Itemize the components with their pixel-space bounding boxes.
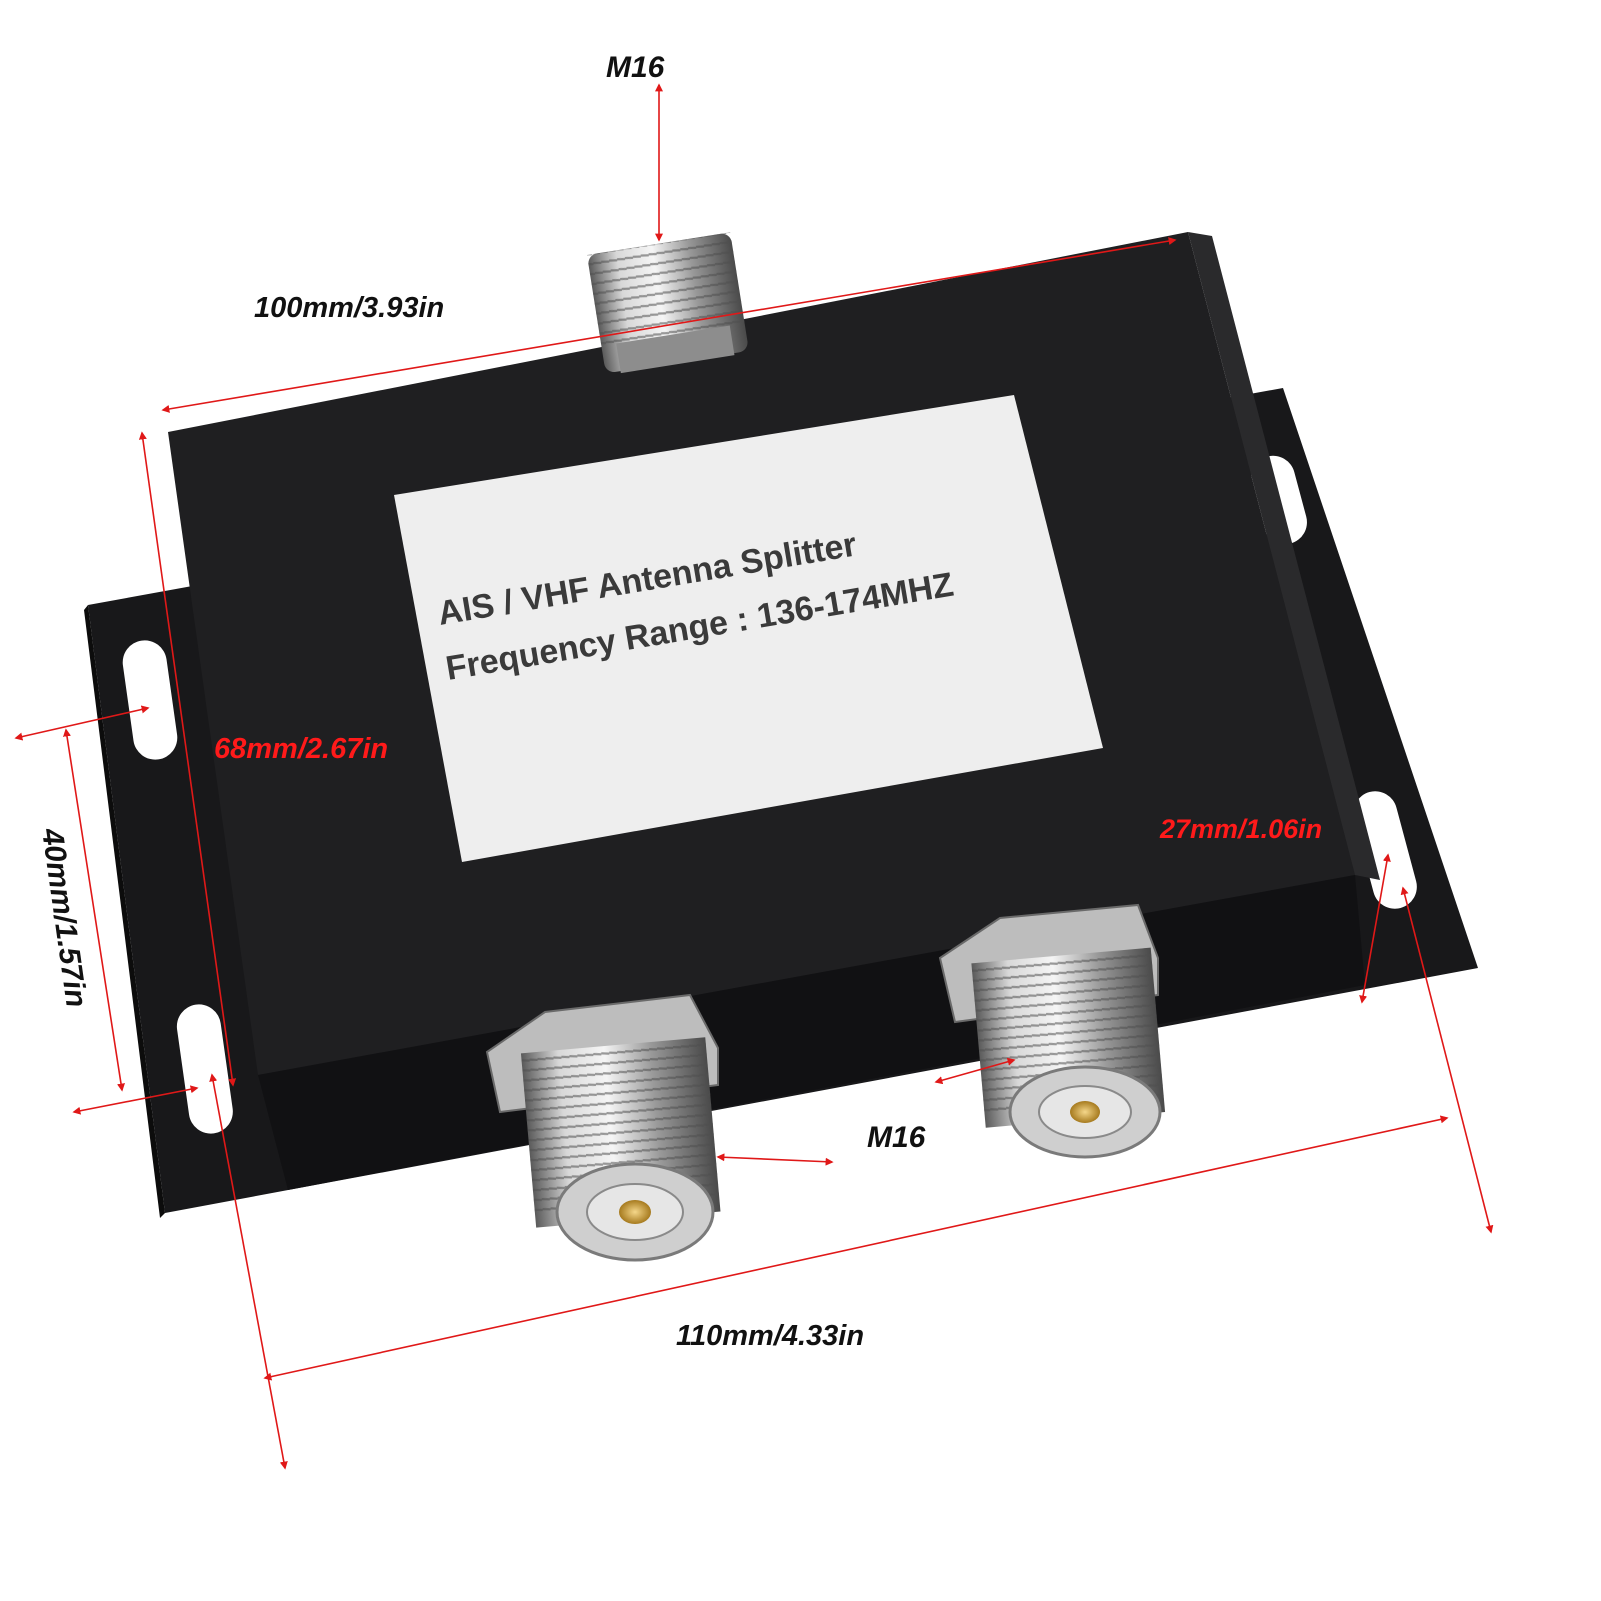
arrow-plate-length	[263, 1115, 1449, 1381]
arrow-bottom-connector-right	[934, 1057, 1016, 1085]
center-pin-icon	[1070, 1101, 1100, 1123]
dim-height: 27mm/1.06in	[1159, 814, 1322, 844]
dim-top-connector: M16	[606, 51, 665, 84]
dim-plate-width: 40mm/1.57in	[35, 825, 93, 1009]
center-pin-icon	[619, 1200, 651, 1224]
mounting-slot-icon	[1353, 791, 1417, 909]
dim-plate-length: 110mm/4.33in	[676, 1320, 864, 1352]
arrow-plate-width-bottom	[72, 1085, 199, 1115]
dim-bottom-connector: M16	[867, 1121, 926, 1154]
arrow-plate-left-edge	[209, 1073, 288, 1470]
box-right-face	[1188, 232, 1380, 880]
arrow-length	[161, 237, 1177, 413]
arrow-height	[1359, 853, 1391, 1004]
top-connector	[586, 232, 748, 374]
dimension-arrows	[14, 83, 1494, 1470]
arrow-bottom-connector-left	[716, 1153, 834, 1166]
arrow-width	[138, 431, 237, 1087]
dim-width: 68mm/2.67in	[214, 733, 388, 765]
product-label: AIS / VHF Antenna Splitter Frequency Ran…	[394, 395, 1103, 862]
dim-length: 100mm/3.93in	[254, 292, 444, 324]
arrow-plate-width-top	[14, 705, 150, 741]
arrow-plate-edge	[1400, 886, 1494, 1234]
arrow-plate-width	[63, 728, 125, 1092]
